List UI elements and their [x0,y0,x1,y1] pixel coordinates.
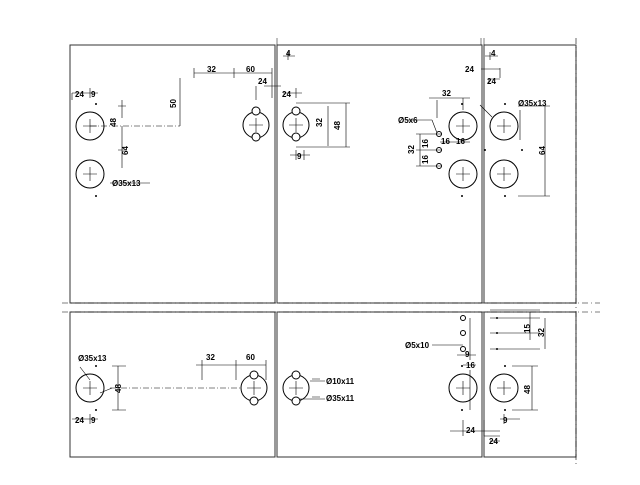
hole-10-hinge-bottom-left-a [249,370,259,380]
dim-label: 15 [523,324,532,333]
hole-5-bottom-middle-a [460,315,466,321]
dims-top-right [481,52,550,197]
hole-callout: Ø5x10 [405,341,430,350]
dim-label: 9 [91,90,96,99]
dim-label: 24 [487,77,496,86]
dim-label: 24 [258,77,267,86]
dim-label: 16 [441,137,450,146]
dim-label: 32 [537,328,546,337]
dimension-geometry [71,52,550,442]
hole-callout: Ø5x6 [398,116,418,125]
break-lines [62,38,600,465]
hole-10-hinge-top-middle-b [291,132,301,142]
dims-bottom-right [484,309,546,442]
hole-callouts: Ø35x13 Ø35x13 Ø5x6 Ø35x13 Ø5x10 Ø10x11 Ø… [78,99,547,403]
dim-label: 24 [489,437,498,446]
dim-label: 9 [503,416,508,425]
dim-label: 16 [456,137,465,146]
dim-label: 48 [523,385,532,394]
dim-label: 9 [91,416,96,425]
hole-callout: Ø35x13 [518,99,547,108]
dim-label: 50 [169,99,178,108]
dims-top-left [71,68,281,168]
dim-label: 4 [491,49,496,58]
dim-label: 16 [466,361,475,370]
hole-callout: Ø35x11 [326,394,355,403]
hole-10-hinge-top-left-a [251,106,261,116]
panel-bottom-left [69,311,276,458]
dim-label: 48 [114,384,123,393]
dim-label: 32 [206,353,215,362]
hole-5-bottom-middle-b [460,330,466,336]
dim-label: 32 [442,89,451,98]
dim-label: 32 [207,65,216,74]
dim-label: 24 [282,90,291,99]
center-lines [90,125,240,389]
dims-top-middle [283,52,470,167]
dim-label: 24 [75,416,84,425]
hole-10-hinge-bottom-middle-a [291,370,301,380]
dim-label: 24 [466,426,475,435]
hole-5-bottom-middle-c [460,346,466,352]
dim-label: 60 [246,65,255,74]
dim-label: 60 [246,353,255,362]
dim-label: 24 [75,90,84,99]
dim-label: 24 [465,65,474,74]
hole-10-hinge-top-left-b [251,132,261,142]
dim-label: 48 [333,121,342,130]
panel-bottom-middle [276,311,483,458]
dim-label: 9 [297,152,302,161]
dim-label: 64 [121,146,130,155]
dim-label: 9 [465,350,470,359]
hole-callout: Ø35x13 [112,179,141,188]
hole-10-hinge-bottom-left-b [249,396,259,406]
dim-label: 32 [407,145,416,154]
hole-callout: Ø10x11 [326,377,355,386]
dim-label: 64 [538,146,547,155]
dim-label: 16 [421,155,430,164]
label-leaders [79,104,493,400]
hole-callout: Ø35x13 [78,354,107,363]
dim-label: 48 [109,118,118,127]
dim-label: 4 [286,49,291,58]
hole-10-hinge-bottom-middle-b [291,396,301,406]
dim-label: 32 [315,118,324,127]
dims-bottom-middle [312,318,500,436]
dimension-labels: 24 9 48 64 50 32 60 24 4 24 32 48 9 32 1… [75,49,547,446]
dim-label: 16 [421,139,430,148]
dims-bottom-left [72,360,267,424]
hole-10-hinge-top-middle-a [291,106,301,116]
panel-top-middle [276,44,483,304]
